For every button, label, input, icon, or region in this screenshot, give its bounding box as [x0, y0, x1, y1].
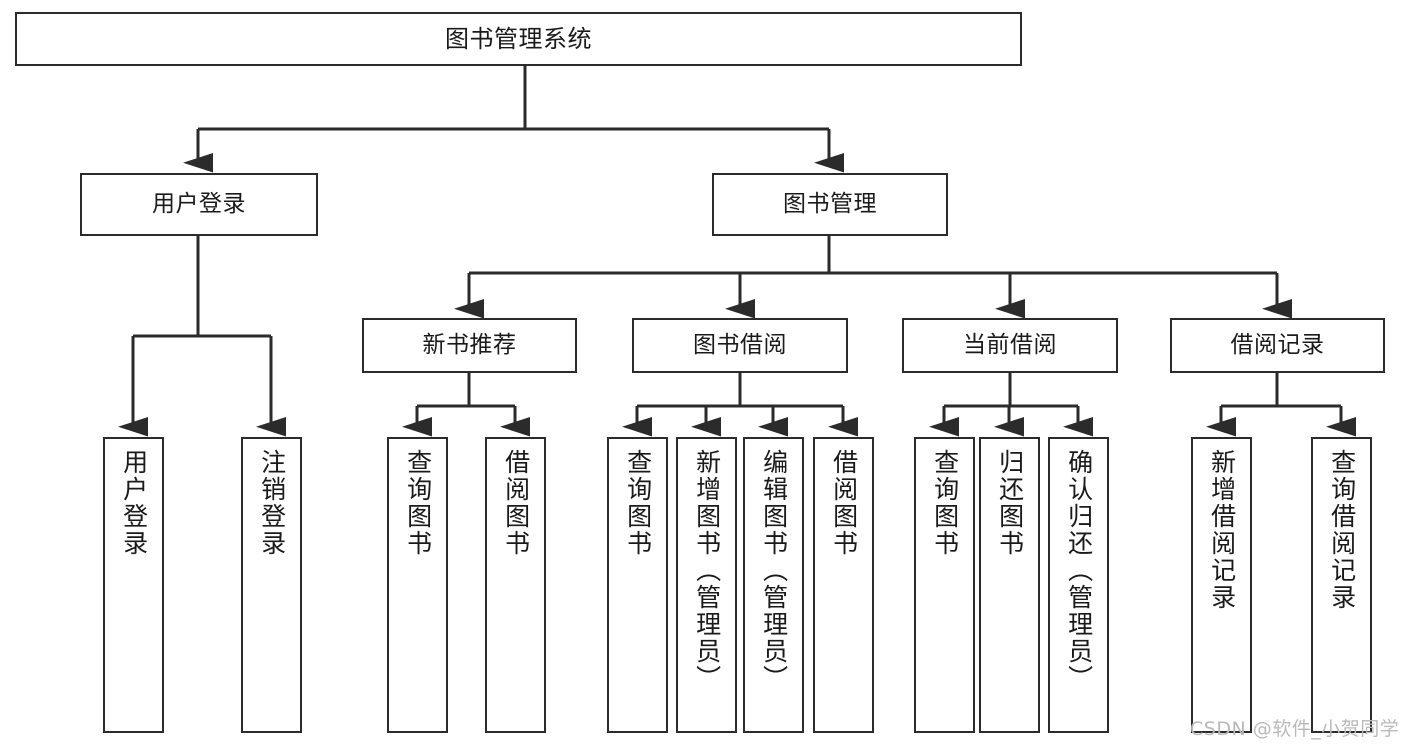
leaf-new-book-borrow[interactable]: 借阅图书	[485, 437, 546, 733]
leaf-current-borrow-confirm[interactable]: 确认归还（管理员）	[1048, 437, 1109, 733]
leaf-book-borrow-add[interactable]: 新增图书（管理员）	[676, 437, 737, 733]
leaf-book-borrow-query-label: 查询图书	[623, 449, 653, 557]
node-book-borrow[interactable]: 图书借阅	[632, 318, 848, 373]
node-root[interactable]: 图书管理系统	[15, 12, 1022, 66]
leaf-user-login-logout-label: 注销登录	[257, 449, 287, 557]
leaf-borrow-records-add-label: 新增借阅记录	[1207, 449, 1237, 611]
node-borrow-records-label: 借阅记录	[1230, 332, 1325, 358]
leaf-book-borrow-edit-label: 编辑图书（管理员）	[759, 449, 789, 692]
leaf-user-login-logout[interactable]: 注销登录	[241, 437, 302, 733]
node-borrow-records[interactable]: 借阅记录	[1170, 318, 1385, 373]
node-new-book-recommend[interactable]: 新书推荐	[362, 318, 577, 373]
leaf-borrow-records-add[interactable]: 新增借阅记录	[1191, 437, 1252, 733]
node-root-label: 图书管理系统	[445, 25, 592, 53]
leaf-current-borrow-confirm-label: 确认归还（管理员）	[1064, 449, 1094, 692]
node-user-login-label: 用户登录	[152, 191, 246, 217]
node-book-manage[interactable]: 图书管理	[712, 173, 948, 236]
node-current-borrow-label: 当前借阅	[963, 332, 1057, 358]
node-book-borrow-label: 图书借阅	[693, 332, 787, 358]
leaf-book-borrow-edit[interactable]: 编辑图书（管理员）	[743, 437, 804, 733]
leaf-book-borrow-add-label: 新增图书（管理员）	[692, 449, 722, 692]
leaf-borrow-records-query-label: 查询借阅记录	[1327, 449, 1357, 611]
leaf-borrow-records-query[interactable]: 查询借阅记录	[1311, 437, 1372, 733]
leaf-book-borrow-query[interactable]: 查询图书	[607, 437, 668, 733]
node-current-borrow[interactable]: 当前借阅	[902, 318, 1118, 373]
leaf-new-book-borrow-label: 借阅图书	[501, 449, 531, 557]
leaf-book-borrow-borrow[interactable]: 借阅图书	[813, 437, 874, 733]
leaf-book-borrow-borrow-label: 借阅图书	[829, 449, 859, 557]
node-book-manage-label: 图书管理	[783, 191, 877, 217]
leaf-current-borrow-return[interactable]: 归还图书	[979, 437, 1040, 733]
leaf-new-book-query[interactable]: 查询图书	[387, 437, 448, 733]
leaf-current-borrow-query-label: 查询图书	[930, 449, 960, 557]
leaf-current-borrow-query[interactable]: 查询图书	[914, 437, 975, 733]
leaf-user-login-login-label: 用户登录	[119, 449, 149, 557]
node-new-book-recommend-label: 新书推荐	[422, 332, 517, 358]
node-user-login[interactable]: 用户登录	[80, 173, 318, 236]
leaf-current-borrow-return-label: 归还图书	[995, 449, 1025, 557]
leaf-new-book-query-label: 查询图书	[403, 449, 433, 557]
leaf-user-login-login[interactable]: 用户登录	[103, 437, 164, 733]
